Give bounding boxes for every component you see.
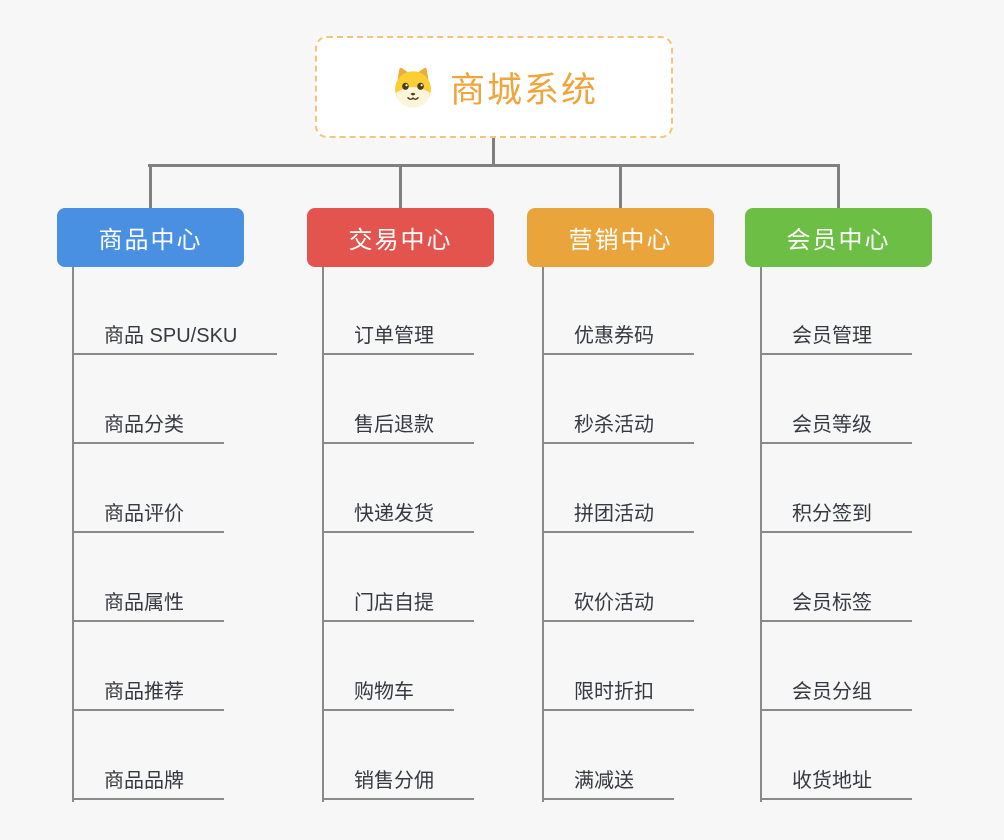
connector-root-stem xyxy=(492,138,495,167)
branch-vline xyxy=(322,267,324,802)
branch-item[interactable]: 购物车 xyxy=(322,671,454,711)
branch-item[interactable]: 会员等级 xyxy=(760,404,912,444)
branch-item[interactable]: 售后退款 xyxy=(322,404,474,444)
branch-vline xyxy=(72,267,74,802)
branch-item[interactable]: 限时折扣 xyxy=(542,671,694,711)
branch-vline xyxy=(542,267,544,802)
connector-branch-stem xyxy=(619,164,622,210)
branch-header-4[interactable]: 会员中心 xyxy=(745,208,932,267)
branch-item[interactable]: 商品评价 xyxy=(72,493,224,533)
branch-item[interactable]: 门店自提 xyxy=(322,582,474,622)
branch-vline xyxy=(760,267,762,802)
branch-header-3[interactable]: 营销中心 xyxy=(527,208,714,267)
branch-item[interactable]: 商品品牌 xyxy=(72,760,224,800)
branch-item[interactable]: 商品 SPU/SKU xyxy=(72,315,278,355)
connector-horizontal-bar xyxy=(148,164,839,167)
branch-item[interactable]: 订单管理 xyxy=(322,315,474,355)
branch-item[interactable]: 销售分佣 xyxy=(322,760,474,800)
branch-item[interactable]: 商品属性 xyxy=(72,582,224,622)
branch-item[interactable]: 会员标签 xyxy=(760,582,912,622)
connector-branch-stem xyxy=(149,164,152,210)
connector-branch-stem xyxy=(399,164,402,210)
connector-branch-stem xyxy=(837,164,840,210)
branch-header-1[interactable]: 商品中心 xyxy=(57,208,244,267)
branch-item[interactable]: 会员管理 xyxy=(760,315,912,355)
root-title: 商城系统 xyxy=(449,70,598,110)
branch-item[interactable]: 砍价活动 xyxy=(542,582,694,622)
branch-item[interactable]: 商品分类 xyxy=(72,404,224,444)
branch-item[interactable]: 收货地址 xyxy=(760,760,912,800)
branch-item[interactable]: 积分签到 xyxy=(760,493,912,533)
branch-item[interactable]: 拼团活动 xyxy=(542,493,694,533)
branch-item[interactable]: 满减送 xyxy=(542,760,674,800)
root-node[interactable]: 商城系统 xyxy=(315,36,673,138)
branch-item[interactable]: 优惠券码 xyxy=(542,315,694,355)
branch-item[interactable]: 快递发货 xyxy=(322,493,474,533)
branch-header-2[interactable]: 交易中心 xyxy=(307,208,494,267)
branch-item[interactable]: 秒杀活动 xyxy=(542,404,694,444)
branch-item[interactable]: 商品推荐 xyxy=(72,671,224,711)
dog-face-icon xyxy=(395,67,431,108)
branch-item[interactable]: 会员分组 xyxy=(760,671,912,711)
